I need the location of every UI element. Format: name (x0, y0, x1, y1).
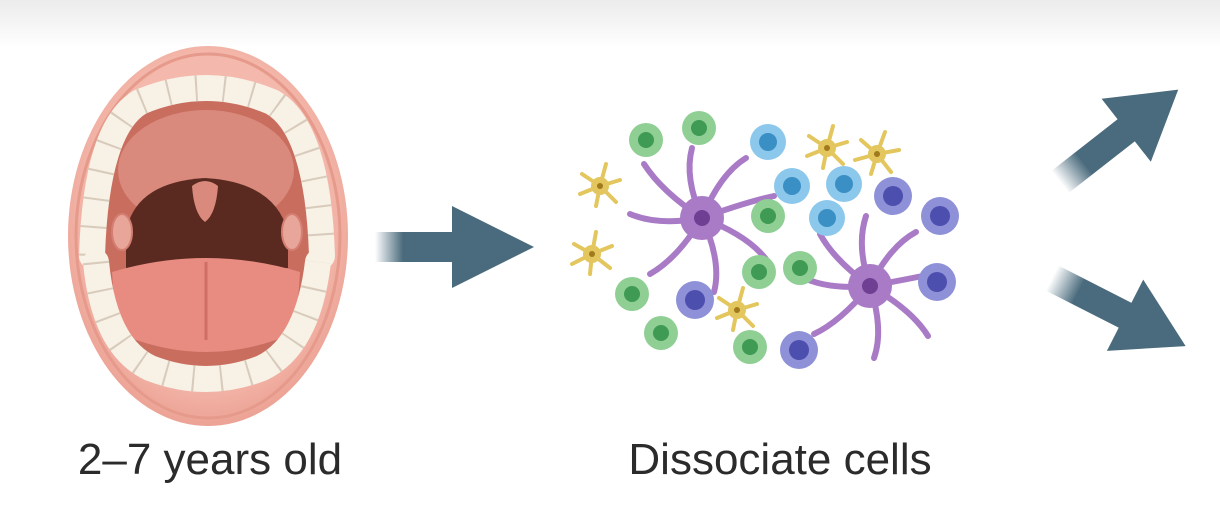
green-cell (682, 111, 716, 145)
violet-cell (676, 281, 714, 319)
green-cell (615, 277, 649, 311)
blue-cell (809, 200, 845, 236)
yellow-cell (715, 286, 759, 332)
green-cell (629, 123, 663, 157)
yellow-cell (853, 130, 901, 176)
arrow-right-icon (375, 206, 534, 288)
cell-mixture-icon (570, 111, 959, 369)
green-cell (742, 255, 776, 289)
dendritic-cell (627, 145, 777, 295)
violet-cell (918, 263, 956, 301)
yellow-cell (570, 230, 614, 276)
top-shade-band (0, 0, 1220, 48)
green-cell (733, 330, 767, 364)
violet-cell (921, 197, 959, 235)
open-mouth-icon (68, 46, 348, 426)
green-cell (783, 251, 817, 285)
blue-cell (826, 166, 862, 202)
arrow-down-right-icon (1045, 265, 1186, 351)
green-cell (644, 316, 678, 350)
violet-cell (874, 177, 912, 215)
blue-cell (750, 124, 786, 160)
yellow-cell (578, 162, 622, 208)
yellow-cell (805, 124, 849, 170)
green-cell (751, 199, 785, 233)
blue-cell (774, 168, 810, 204)
step-caption-age: 2–7 years old (77, 435, 343, 484)
violet-cell (780, 331, 818, 369)
arrow-up-right-icon (1051, 89, 1179, 194)
step-caption-dissociate: Dissociate cells (628, 435, 932, 484)
